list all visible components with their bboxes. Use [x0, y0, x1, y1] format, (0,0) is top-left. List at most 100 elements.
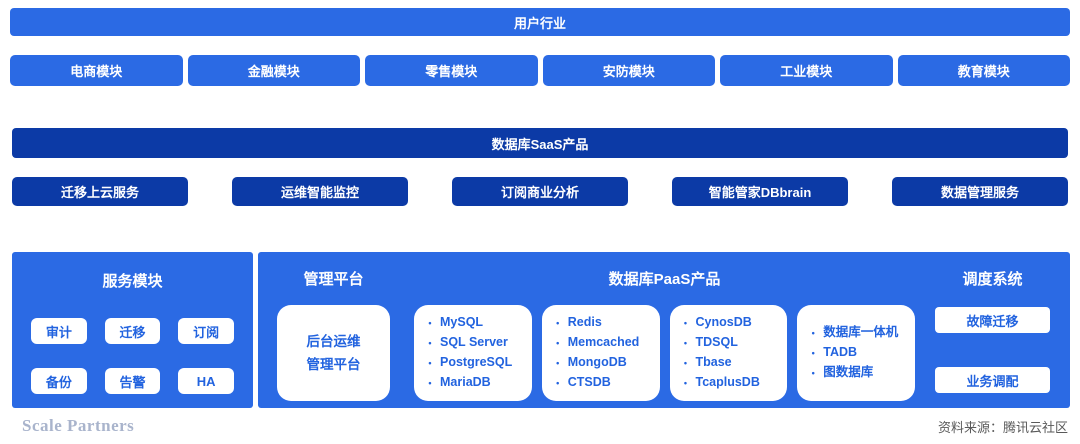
bullet-icon: • [683, 378, 688, 388]
saas-service-data-management: 数据管理服务 [892, 177, 1068, 206]
bullet-icon: • [683, 358, 688, 368]
saas-service-label: 智能管家DBbrain [708, 185, 812, 200]
platform-panel: 管理平台 数据库PaaS产品 调度系统 后台运维 管理平台 • MySQL • SQ… [258, 252, 1070, 408]
bullet-icon: • [811, 348, 815, 358]
paas-card-item-label: MongoDB [567, 355, 627, 369]
saas-service-label: 订阅商业分析 [500, 185, 579, 200]
saas-service-analysis: 订阅商业分析 [452, 177, 628, 206]
paas-card-item-label: TADB [823, 345, 858, 359]
scale-partners-logo: Scale Partners [22, 416, 135, 435]
paas-card-list: • 数据库一体机 • TADB •图数据库 [803, 323, 909, 383]
platform-cards-row: 后台运维 管理平台 • MySQL • SQL Server • PostgreSQL… [277, 305, 1050, 401]
paas-card-nosql: • Redis • Memcached • MongoDB •CTSDB [541, 305, 660, 401]
paas-card-item-label: Tbase [695, 355, 732, 369]
paas-card-item: • MySQL [420, 313, 526, 333]
paas-card-cloud-native: • CynosDB • TDSQL • Tbase • TcaplusDB [669, 305, 788, 401]
scheduling-button-label: 故障迁移 [966, 313, 1019, 329]
paas-card-list: • CynosDB • TDSQL • Tbase • TcaplusDB [676, 313, 782, 393]
paas-card-item-label: Redis [567, 315, 602, 329]
bullet-icon: • [428, 358, 432, 368]
management-card-line1: 后台运维 [306, 334, 361, 349]
bullet-icon: • [556, 338, 560, 348]
industry-module-label: 安防模块 [602, 64, 655, 79]
bullet-icon: • [428, 318, 432, 328]
service-module-panel: 服务模块 审计 迁移 订阅 备份 告警 HA [12, 252, 253, 408]
management-card-line2: 管理平台 [306, 357, 361, 372]
paas-card-item-label: MySQL [440, 315, 484, 329]
paas-card-item-label: MariaDB [440, 375, 491, 389]
bullet-icon: • [556, 318, 560, 328]
paas-card-item: • MariaDB [420, 373, 526, 393]
user-industry-banner: 用户行业 [10, 8, 1070, 36]
scheduling-column: 故障迁移 业务调配 [935, 305, 1050, 401]
bullet-icon: • [428, 338, 432, 348]
industry-module-label: 工业模块 [780, 64, 833, 79]
industry-module-security: 安防模块 [542, 55, 715, 86]
paas-card-item: • PostgreSQL [420, 353, 526, 373]
saas-services-row: 迁移上云服务 运维智能监控 订阅商业分析 智能管家DBbrain 数据管理服务 [12, 177, 1068, 206]
paas-card-item-label: Memcached [567, 335, 640, 349]
industry-module-industrial: 工业模块 [720, 55, 893, 86]
service-chip-ha: HA [178, 368, 234, 394]
management-platform-card: 后台运维 管理平台 [277, 305, 390, 401]
service-chip-alert: 告警 [104, 368, 161, 394]
service-chip-audit: 审计 [31, 318, 87, 344]
source-attribution: 资料来源：腾讯云社区 [937, 420, 1068, 435]
paas-card-item-label: SQL Server [440, 335, 508, 349]
paas-card-item: • Memcached [548, 333, 654, 353]
paas-card-item: • Redis [548, 313, 654, 333]
paas-card-item: • SQL Server [420, 333, 526, 353]
paas-card-item: • CynosDB [676, 313, 782, 333]
paas-card-item-label: TDSQL [695, 335, 738, 349]
industry-module-row: 电商模块 金融模块 零售模块 安防模块 工业模块 教育模块 [10, 55, 1070, 86]
paas-card-list: • MySQL • SQL Server • PostgreSQL • MariaDB [420, 313, 526, 393]
bullet-icon: • [683, 338, 688, 348]
platform-panel-headers: 管理平台 数据库PaaS产品 调度系统 [277, 268, 1050, 289]
paas-card-item-label: PostgreSQL [440, 355, 513, 369]
service-panel-title: 服务模块 [102, 273, 163, 290]
saas-products-label: 数据库SaaS产品 [491, 136, 589, 152]
paas-card-item: • MongoDB [548, 353, 654, 373]
industry-module-education: 教育模块 [897, 55, 1070, 86]
service-chip-label: 订阅 [193, 324, 220, 340]
saas-service-label: 数据管理服务 [940, 185, 1019, 200]
service-chip-label: 告警 [119, 374, 146, 390]
saas-products-banner: 数据库SaaS产品 [12, 128, 1068, 158]
service-chip-backup: 备份 [31, 368, 87, 394]
service-chip-grid: 审计 迁移 订阅 备份 告警 HA [31, 318, 234, 394]
bullet-icon: • [556, 358, 560, 368]
saas-service-label: 运维智能监控 [280, 185, 359, 200]
paas-card-item: •图数据库 [803, 363, 909, 383]
scheduling-system-header: 调度系统 [962, 271, 1023, 288]
industry-module-label: 零售模块 [425, 64, 478, 79]
bullet-icon: • [428, 378, 432, 388]
paas-card-item-label: CynosDB [695, 315, 752, 329]
business-allocation-button: 业务调配 [935, 367, 1050, 393]
industry-module-label: 教育模块 [957, 64, 1010, 79]
saas-service-migration: 迁移上云服务 [12, 177, 188, 206]
paas-card-item: • 数据库一体机 [803, 323, 909, 343]
service-chip-migration: 迁移 [104, 318, 161, 344]
saas-service-monitoring: 运维智能监控 [232, 177, 408, 206]
bullet-icon: • [811, 328, 815, 338]
paas-products-header: 数据库PaaS产品 [608, 271, 721, 288]
service-chip-label: 迁移 [119, 324, 146, 340]
paas-card-item-label: TcaplusDB [695, 375, 760, 389]
bullet-icon: • [683, 318, 688, 328]
paas-card-appliance: • 数据库一体机 • TADB •图数据库 [797, 305, 915, 401]
industry-module-label: 金融模块 [247, 64, 300, 79]
paas-card-item-label: CTSDB [567, 375, 611, 389]
scheduling-button-label: 业务调配 [966, 373, 1019, 389]
paas-card-item: • Tbase [676, 353, 782, 373]
paas-card-item-label: 数据库一体机 [823, 325, 899, 339]
paas-card-item: • TDSQL [676, 333, 782, 353]
paas-card-list: • Redis • Memcached • MongoDB •CTSDB [548, 313, 654, 393]
paas-card-item: •CTSDB [548, 373, 654, 393]
paas-card-item-label: 图数据库 [823, 365, 874, 379]
saas-service-dbbrain: 智能管家DBbrain [672, 177, 848, 206]
service-chip-label: 备份 [45, 374, 72, 390]
paas-card-item: • TADB [803, 343, 909, 363]
management-platform-header: 管理平台 [303, 271, 364, 288]
paas-card-relational: • MySQL • SQL Server • PostgreSQL • MariaDB [414, 305, 532, 401]
